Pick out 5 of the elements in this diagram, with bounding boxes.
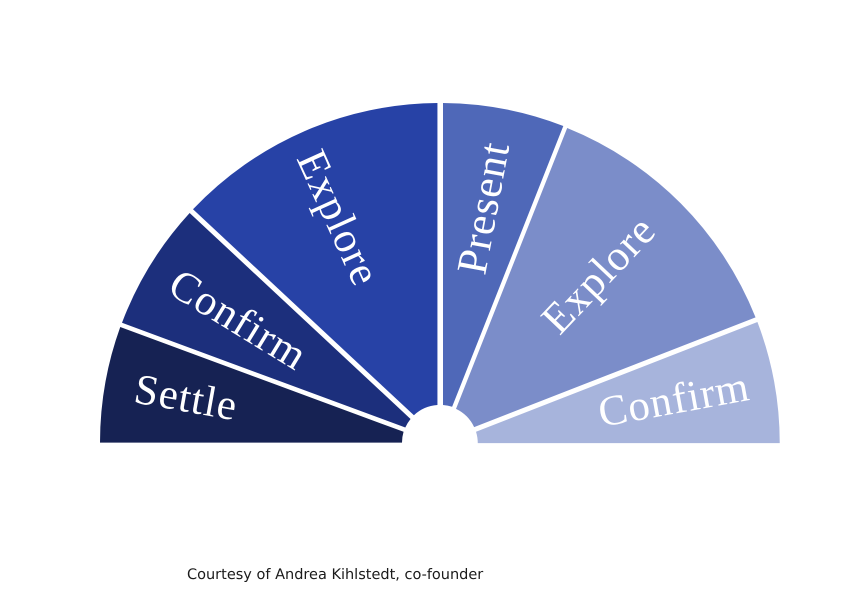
- segment-label: Present: [450, 138, 518, 278]
- caption: Courtesy of Andrea Kihlstedt, co-founder: [187, 567, 484, 583]
- wedge-segment: [456, 128, 756, 427]
- segment-label: Settle: [131, 367, 241, 428]
- segment-label: Confirm: [595, 366, 754, 436]
